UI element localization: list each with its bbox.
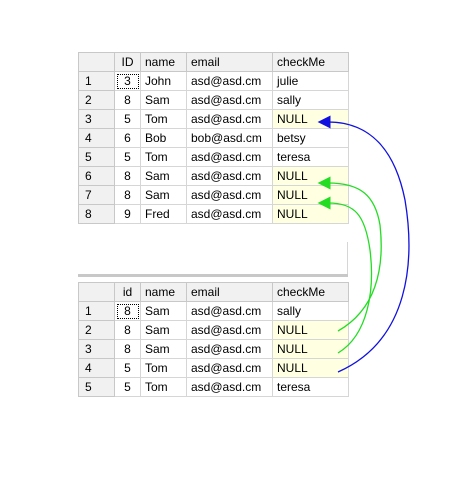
name-cell[interactable]: Bob — [140, 128, 187, 148]
row-number-cell[interactable]: 5 — [78, 377, 115, 397]
name-cell[interactable]: Sam — [140, 301, 187, 321]
email-cell[interactable]: asd@asd.cm — [186, 320, 273, 340]
row-number-cell[interactable]: 7 — [78, 185, 115, 205]
name-cell[interactable]: Tom — [140, 147, 187, 167]
green-arrow-1 — [317, 176, 382, 332]
checkme-cell[interactable]: sally — [272, 301, 349, 321]
row-number-cell[interactable]: 8 — [78, 204, 115, 224]
row-number-cell[interactable]: 4 — [78, 358, 115, 378]
email-cell[interactable]: asd@asd.cm — [186, 339, 273, 359]
email-cell[interactable]: asd@asd.cm — [186, 166, 273, 186]
results-splitter[interactable] — [78, 274, 348, 277]
corner-cell[interactable] — [78, 282, 115, 302]
column-header-email[interactable]: email — [186, 52, 273, 72]
email-cell[interactable]: asd@asd.cm — [186, 185, 273, 205]
column-header-id[interactable]: ID — [114, 52, 141, 72]
checkme-cell[interactable]: NULL — [272, 358, 349, 378]
header-row: ID name email checkMe — [78, 52, 349, 72]
blue-arrow — [317, 115, 410, 373]
checkme-cell[interactable]: NULL — [272, 339, 349, 359]
corner-cell[interactable] — [78, 52, 115, 72]
column-header-name[interactable]: name — [140, 282, 187, 302]
column-header-email[interactable]: email — [186, 282, 273, 302]
row-number-cell[interactable]: 2 — [78, 90, 115, 110]
top-grid-empty-area — [78, 242, 348, 274]
email-cell[interactable]: asd@asd.cm — [186, 109, 273, 129]
name-cell[interactable]: Fred — [140, 204, 187, 224]
green-arrow-2 — [317, 196, 373, 354]
checkme-cell[interactable]: teresa — [272, 147, 349, 167]
checkme-cell[interactable]: teresa — [272, 377, 349, 397]
header-row: id name email checkMe — [78, 282, 349, 302]
column-header-checkme[interactable]: checkMe — [272, 282, 349, 302]
name-cell[interactable]: Tom — [140, 377, 187, 397]
name-cell[interactable]: Sam — [140, 339, 187, 359]
email-cell[interactable]: asd@asd.cm — [186, 377, 273, 397]
row-number-cell[interactable]: 1 — [78, 71, 115, 91]
email-cell[interactable]: asd@asd.cm — [186, 90, 273, 110]
email-cell[interactable]: asd@asd.cm — [186, 71, 273, 91]
checkme-cell[interactable]: sally — [272, 90, 349, 110]
checkme-cell[interactable]: NULL — [272, 320, 349, 340]
row-number-cell[interactable]: 4 — [78, 128, 115, 148]
email-cell[interactable]: asd@asd.cm — [186, 301, 273, 321]
checkme-cell[interactable]: julie — [272, 71, 349, 91]
name-cell[interactable]: Sam — [140, 320, 187, 340]
